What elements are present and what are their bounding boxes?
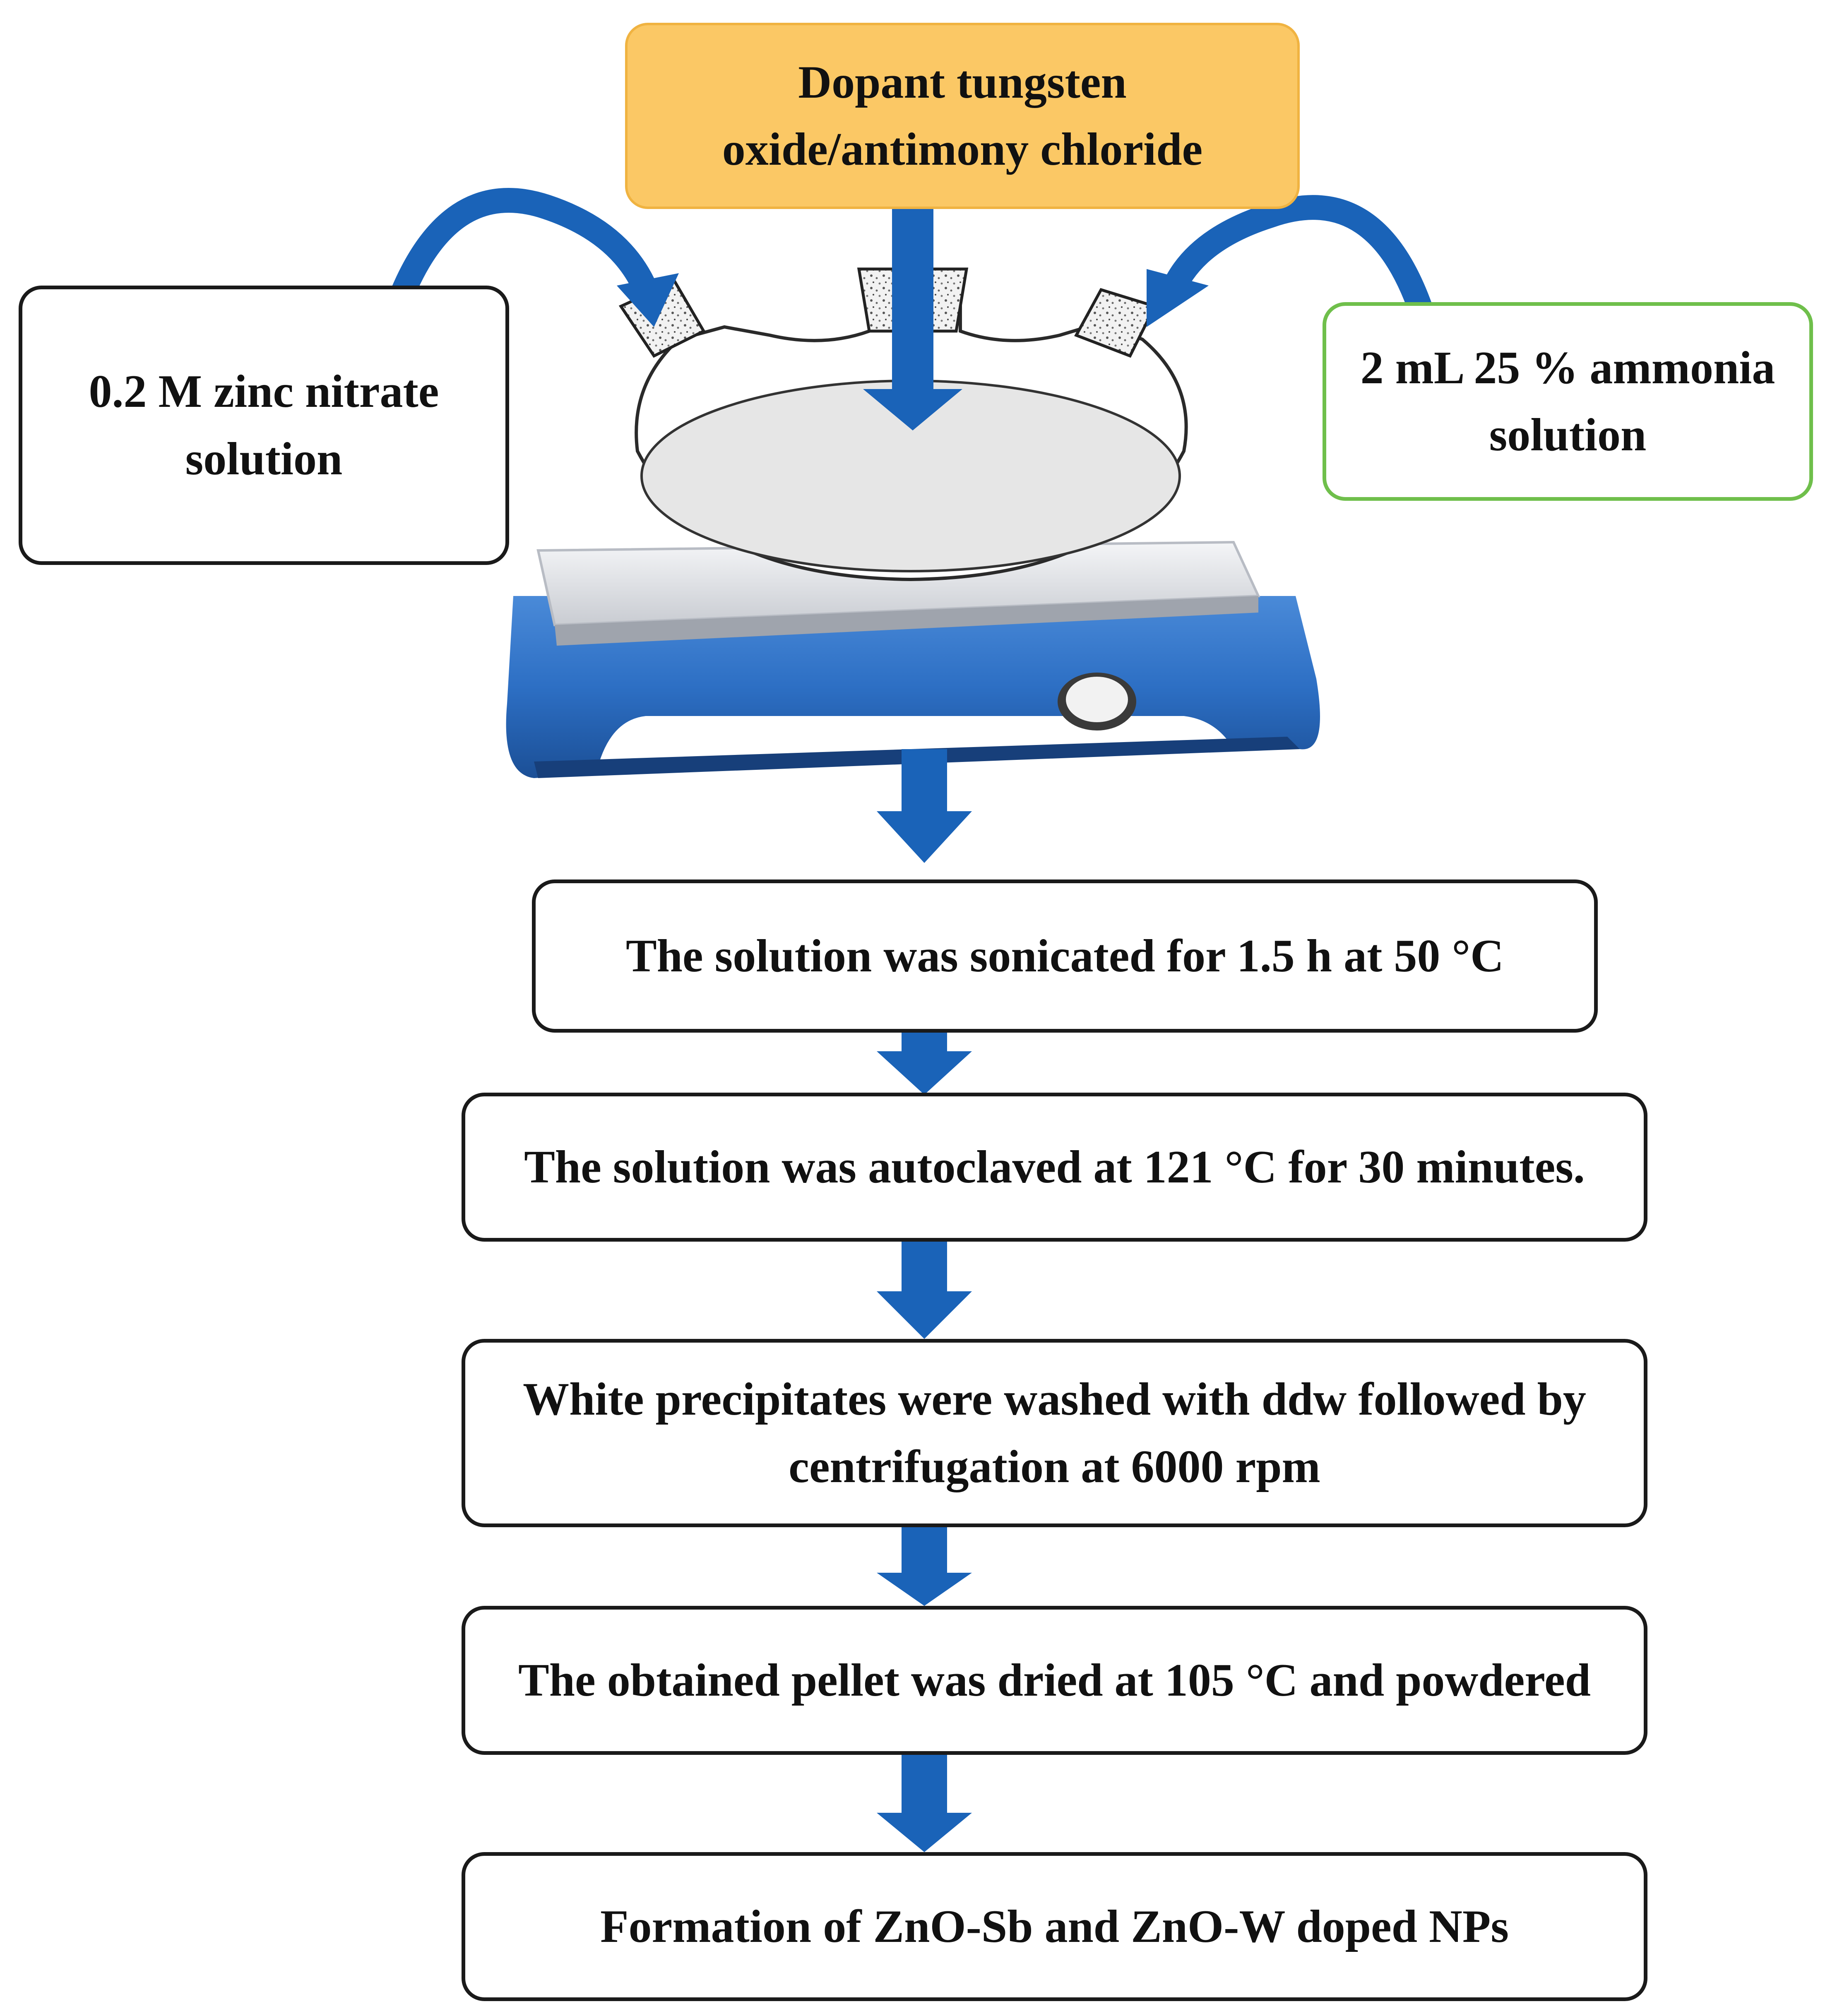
left-curved-arrow-icon	[385, 188, 679, 327]
step-3-line-2: centrifugation at 6000 rpm	[789, 1441, 1320, 1492]
zinc-line-2: solution	[185, 433, 343, 485]
dopant-box: Dopant tungsten oxide/antimony chloride	[625, 23, 1300, 209]
zinc-nitrate-box: 0.2 M zinc nitrate solution	[19, 286, 509, 565]
dopant-line-2: oxide/antimony chloride	[722, 124, 1203, 175]
step-5-text: Formation of ZnO-Sb and ZnO-W doped NPs	[600, 1901, 1509, 1952]
step-washing: White precipitates were washed with ddw …	[462, 1339, 1647, 1527]
down-arrow-icon	[877, 1755, 972, 1852]
step-autoclave: The solution was autoclaved at 121 °C fo…	[462, 1093, 1647, 1242]
ammonia-line-2: solution	[1489, 409, 1647, 461]
step-3-line-1: White precipitates were washed with ddw …	[523, 1374, 1586, 1425]
down-arrow-icon	[877, 1242, 972, 1339]
dopant-line-1: Dopant tungsten	[798, 56, 1127, 108]
step-drying: The obtained pellet was dried at 105 °C …	[462, 1606, 1647, 1755]
zinc-line-1: 0.2 M zinc nitrate	[89, 366, 439, 418]
dopant-down-arrow-icon	[863, 207, 962, 430]
right-curved-arrow-icon	[1147, 195, 1436, 327]
step-1-text: The solution was sonicated for 1.5 h at …	[625, 930, 1504, 982]
step-sonication: The solution was sonicated for 1.5 h at …	[532, 879, 1598, 1033]
step-formation: Formation of ZnO-Sb and ZnO-W doped NPs	[462, 1852, 1647, 2001]
ammonia-box: 2 mL 25 % ammonia solution	[1323, 302, 1813, 501]
step-2-text: The solution was autoclaved at 121 °C fo…	[524, 1141, 1585, 1193]
down-arrow-icon	[877, 749, 972, 863]
step-4-text: The obtained pellet was dried at 105 °C …	[518, 1654, 1591, 1706]
down-arrow-icon	[877, 1527, 972, 1606]
ammonia-line-1: 2 mL 25 % ammonia	[1360, 342, 1775, 394]
